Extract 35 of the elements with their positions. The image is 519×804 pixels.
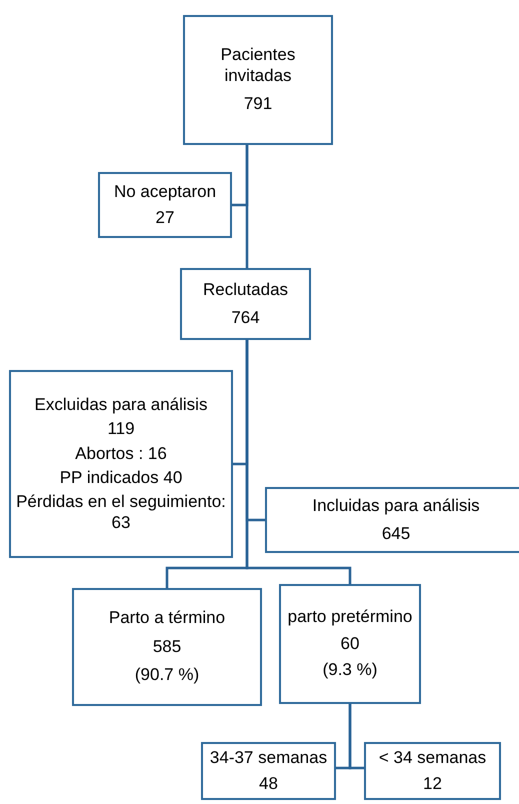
flow-box: [364, 742, 501, 800]
box-text: 119: [107, 419, 135, 440]
box-text: (90.7 %): [134, 665, 200, 686]
box-text: Excluidas para análisis: [34, 394, 208, 416]
box-text: 12: [423, 774, 442, 794]
box-text: (9.3 %): [322, 660, 378, 681]
connector-line: [246, 145, 248, 268]
box-text: 34-37 semanas: [210, 748, 328, 768]
box-text: < 34 semanas: [378, 748, 486, 768]
flow-box: [72, 588, 262, 706]
connector-line: [246, 340, 352, 584]
box-text: 791: [244, 94, 272, 115]
flow-box: [98, 172, 232, 238]
connector-line: [348, 704, 364, 770]
box-text: 60: [340, 634, 360, 654]
flow-box: [180, 268, 311, 340]
box-text: Incluidas para análisis: [312, 496, 480, 516]
box-text: 48: [259, 774, 278, 794]
flow-box: [201, 742, 336, 800]
box-text: 27: [156, 208, 174, 228]
box-text: No aceptaron: [114, 182, 216, 202]
box-text: Pacientes invitadas: [220, 45, 296, 86]
flow-box: [265, 487, 519, 553]
box-text: Parto a término: [108, 608, 226, 629]
box-text: 585: [152, 636, 182, 658]
box-text: 764: [231, 308, 260, 328]
box-text: PP indicados 40: [60, 468, 182, 488]
box-text: parto pretérmino: [288, 607, 412, 628]
box-text: Abortos : 16: [75, 444, 167, 464]
flow-box: [279, 584, 421, 704]
flow-box: [183, 15, 333, 145]
box-text: Pérdidas en el seguimiento: 63: [15, 492, 227, 534]
box-text: 645: [382, 524, 410, 544]
flow-box: [9, 370, 233, 558]
box-text: Reclutadas: [202, 280, 288, 300]
